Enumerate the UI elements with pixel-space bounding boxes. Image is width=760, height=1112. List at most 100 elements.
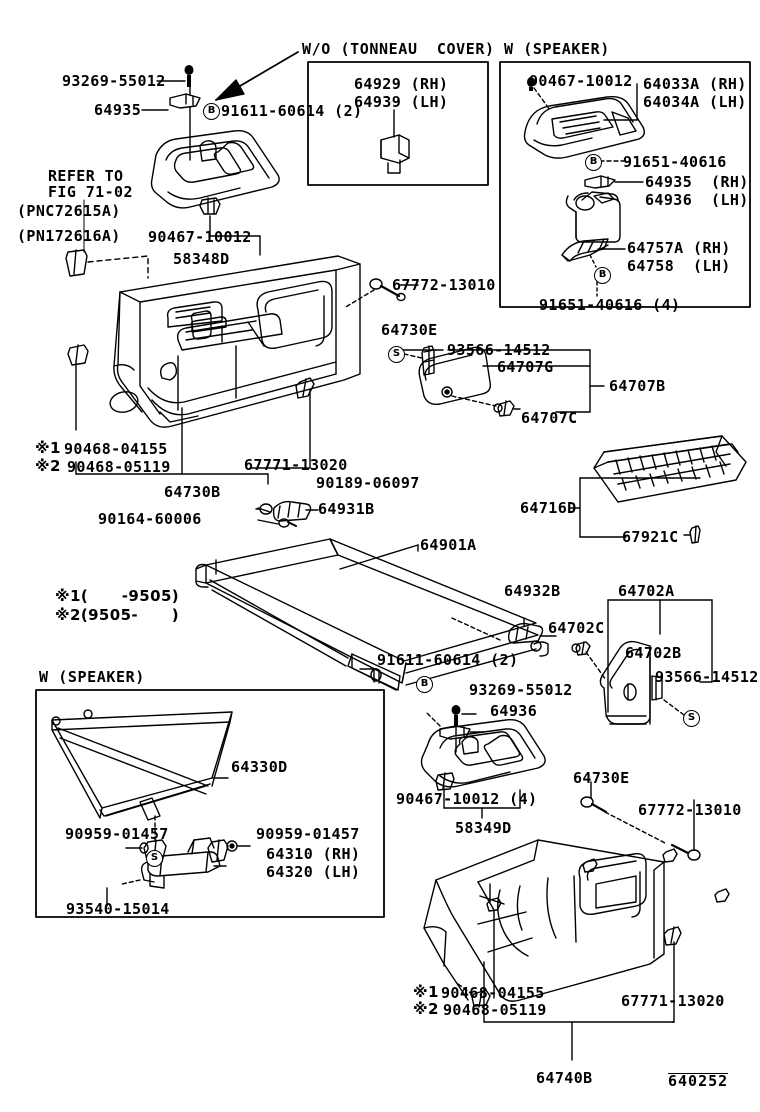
label-91651-40616-b: 91651-40616 (4) [539,296,681,314]
label-64935-top: 64935 [94,101,142,119]
part-58348D-console [150,129,280,209]
part-64707G-bracket [418,346,492,406]
figure-number-text: 640252 [668,1072,729,1090]
label-64932B: 64932B [504,582,561,600]
part-64702C-bolt [571,641,591,656]
label-93269-55012-top: 93269-55012 [62,72,166,90]
arrow-to-console [215,51,299,101]
label-64716D: 64716D [520,499,577,517]
label-64730E-top: 64730E [381,321,438,339]
label-90467-10012-bottom: 90467-10012 (4) [396,790,538,808]
bolt-marker-icon: B [416,676,433,693]
part-64932B-clip [507,622,544,644]
label-67921C: 67921C [622,528,679,546]
part-64330D-panel [51,709,233,821]
label-93566-14512-top: 93566-14512 [447,341,551,359]
label-64758-LH: 64758 (LH) [627,257,731,275]
label-note1-prefix-b: ※1 [413,983,439,1001]
label-64702B: 64702B [625,644,682,662]
label-90959-01457-right: 90959-01457 [256,825,360,843]
label-93540-15014: 93540-15014 [66,900,170,918]
label-64702A: 64702A [618,582,675,600]
part-67772-screw-top [369,278,406,302]
screw-marker-icon: S [683,710,700,727]
section-header-w-speaker-top: W (SPEAKER) [504,40,610,58]
bolt-marker-icon: B [585,154,602,171]
label-64702C: 64702C [548,619,605,637]
label-64757A-RH: 64757A (RH) [627,239,731,257]
part-64936-clip-bottom [439,725,471,740]
label-64320-LH: 64320 (LH) [266,863,361,881]
part-64929-clip [380,134,410,174]
screw-marker-icon: S [146,850,163,867]
label-64707G: 64707G [497,358,554,376]
label-91651-40616-a: 91651-40616 [623,153,727,171]
bolt-marker-icon: B [203,103,220,120]
part-64033A-speaker-cover [523,95,646,159]
label-64936-speaker-LH: 64936 (LH) [645,191,749,209]
bolt-marker-icon: B [594,267,611,284]
label-64033A-RH: 64033A (RH) [643,75,747,93]
label-note2-prefix-b: ※2 [413,1000,439,1018]
part-67771-screw-left [295,377,315,399]
label-93269-55012-bottom: 93269-55012 [469,681,573,699]
part-64935-clip-top [169,93,201,109]
label-93566-14512-right: 93566-14512 [655,668,759,686]
label-64740B: 64740B [536,1069,593,1087]
label-64931B: 64931B [318,500,375,518]
label-90468-05119-a: 90468-05119 [67,458,171,476]
label-64936-bottom: 64936 [490,702,538,720]
label-90468-04155-a: 90468-04155 [64,440,168,458]
screw-marker-icon: S [388,346,405,363]
label-refer-to-line1: REFER TO [48,167,124,185]
label-64935-speaker-RH: 64935 (RH) [645,173,749,191]
part-64931B-hook [272,500,312,522]
label-91611-60614-cover: 91611-60614 (2) [377,651,519,669]
label-58349D: 58349D [455,819,512,837]
part-64901A-tonneau-cover [195,538,549,691]
label-date-note-1: ※1( -9505) [55,587,180,605]
part-90468-clip-left [67,344,89,366]
part-90467-clip-bottom [435,772,455,791]
part-90467-clip-top [199,197,221,215]
label-64730E-bottom: 64730E [573,769,630,787]
part-64716D-trim [593,435,747,503]
label-91611-60614-top: 91611-60614 (2) [221,102,363,120]
label-67771-13020-bottom: 67771-13020 [621,992,725,1010]
figure-number: 640252 [668,1072,729,1090]
label-64034A-LH: 64034A (LH) [643,93,747,111]
part-64935-clip-speaker [584,175,616,189]
label-90959-01457-left: 90959-01457 [65,825,169,843]
label-64901A: 64901A [420,536,477,554]
part-67771-screw-bottom [663,926,682,946]
label-date-note-2: ※2(9505- ) [55,606,180,624]
part-67921C-clip [689,525,701,544]
label-64707B: 64707B [609,377,666,395]
section-header-w-speaker-bottom: W (SPEAKER) [39,668,145,686]
part-64707C-bolt [493,400,515,417]
section-header-wo-tonneau: W/O (TONNEAU COVER) [302,40,495,58]
label-64939-LH: 64939 (LH) [354,93,449,111]
label-64929-RH: 64929 (RH) [354,75,449,93]
label-refer-to-line4: (PN172616A) [17,227,121,245]
part-refer-clip [65,249,88,277]
label-90468-04155-b: 90468-04155 [441,984,545,1002]
part-64740B-trim-panel [423,839,730,1002]
label-64330D: 64330D [231,758,288,776]
label-refer-to-line3: (PNC72615A) [17,202,121,220]
label-58348D: 58348D [173,250,230,268]
label-note1-prefix-a: ※1 [35,439,61,457]
part-64702B-bracket [599,640,663,725]
label-64310-RH: 64310 (RH) [266,845,361,863]
label-67771-13020-left: 67771-13020 [244,456,348,474]
part-64730B-trim-panel [109,255,361,428]
label-90164-60006: 90164-60006 [98,510,202,528]
label-90467-10012-speaker: 90467-10012 [529,72,633,90]
label-67772-13010-top: 67772-13010 [392,276,496,294]
label-64707C: 64707C [521,409,578,427]
label-90468-05119-b: 90468-05119 [443,1001,547,1019]
label-refer-to-line2: FIG 71-02 [48,183,133,201]
label-90467-10012-top: 90467-10012 [148,228,252,246]
